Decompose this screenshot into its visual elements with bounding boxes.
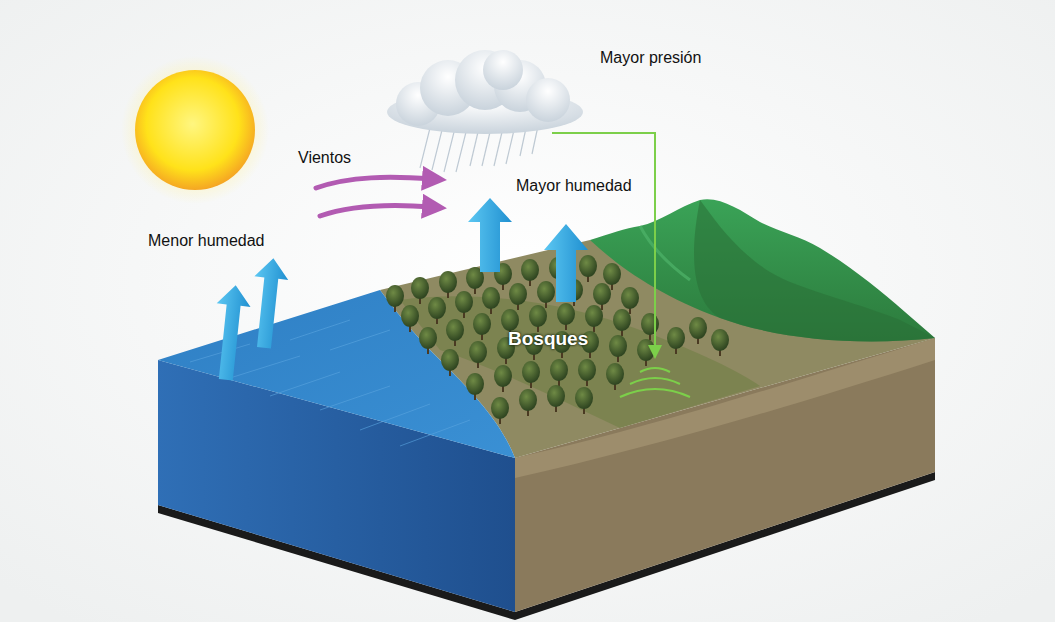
cloud bbox=[387, 50, 583, 134]
precipitation-line bbox=[552, 133, 690, 397]
sun bbox=[121, 56, 269, 204]
mountains bbox=[694, 200, 935, 341]
water-surface bbox=[158, 290, 515, 458]
forest-label: Bosques bbox=[508, 328, 588, 351]
mountains bbox=[640, 226, 690, 280]
evaporation-arrow bbox=[209, 198, 588, 382]
humidity-label: Menor humedad bbox=[148, 231, 265, 250]
humidity-label: Mayor humedad bbox=[516, 176, 632, 195]
wind-arrow bbox=[316, 177, 432, 216]
mountains bbox=[590, 199, 935, 341]
wind-label: Vientos bbox=[298, 148, 351, 167]
pressure-label: Mayor presión bbox=[600, 48, 701, 67]
